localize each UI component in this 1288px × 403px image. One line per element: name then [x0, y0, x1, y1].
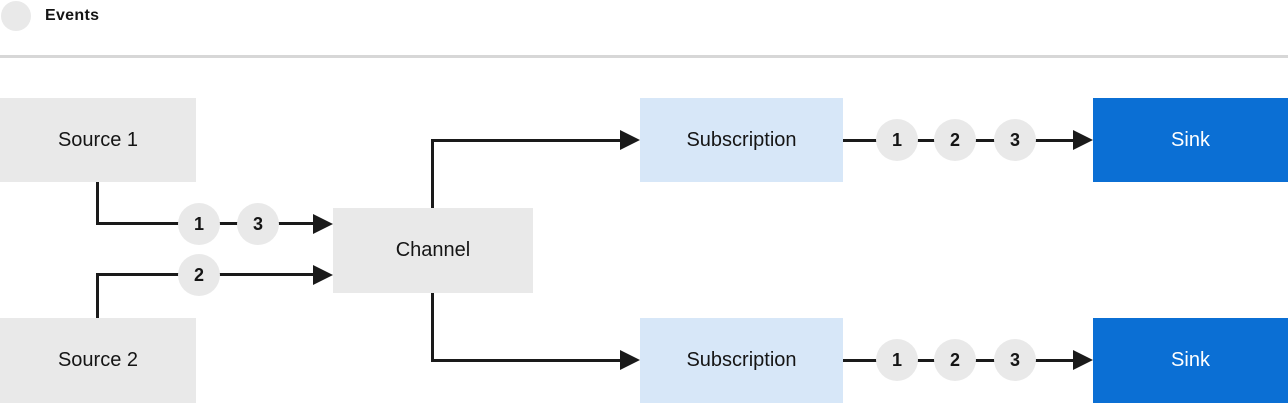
connector-channel-subscription2: [431, 359, 623, 362]
sink-1-node: Sink: [1093, 98, 1288, 182]
events-legend-label: Events: [45, 7, 100, 24]
event-badge: 2: [178, 254, 220, 296]
source-1-label: Source 1: [57, 128, 139, 151]
event-badge: 1: [876, 339, 918, 381]
legend-divider: [0, 55, 1288, 58]
sink-2-label: Sink: [1171, 349, 1210, 371]
connector-source2-up: [96, 275, 99, 318]
source-1-node: Source 1: [0, 98, 196, 182]
subscription-2-node: Subscription: [640, 318, 843, 403]
event-badge: 3: [994, 339, 1036, 381]
subscription-1-label: Subscription: [686, 128, 797, 151]
event-badge: 1: [876, 119, 918, 161]
connector-source1-down: [96, 182, 99, 225]
source-2-label: Source 2: [57, 349, 139, 371]
event-badge: 3: [237, 203, 279, 245]
arrowhead-icon: [1073, 130, 1093, 150]
event-badge: 3: [994, 119, 1036, 161]
event-badge: 1: [178, 203, 220, 245]
sink-1-label: Sink: [1171, 128, 1210, 151]
connector-channel-subscription1: [431, 139, 623, 142]
arrowhead-icon: [620, 130, 640, 150]
source-2-node: Source 2: [0, 318, 196, 403]
event-badge: 2: [934, 339, 976, 381]
channel-node: Channel: [333, 208, 533, 293]
connector-channel-down: [431, 293, 434, 360]
events-legend-icon: [1, 1, 31, 31]
arrowhead-icon: [620, 350, 640, 370]
subscription-2-label: Subscription: [686, 349, 797, 371]
sink-2-node: Sink: [1093, 318, 1288, 403]
subscription-1-node: Subscription: [640, 98, 843, 182]
channel-label: Channel: [395, 239, 471, 261]
event-badge: 2: [934, 119, 976, 161]
connector-channel-up: [431, 140, 434, 208]
arrowhead-icon: [1073, 350, 1093, 370]
arrowhead-icon: [313, 265, 333, 285]
arrowhead-icon: [313, 214, 333, 234]
